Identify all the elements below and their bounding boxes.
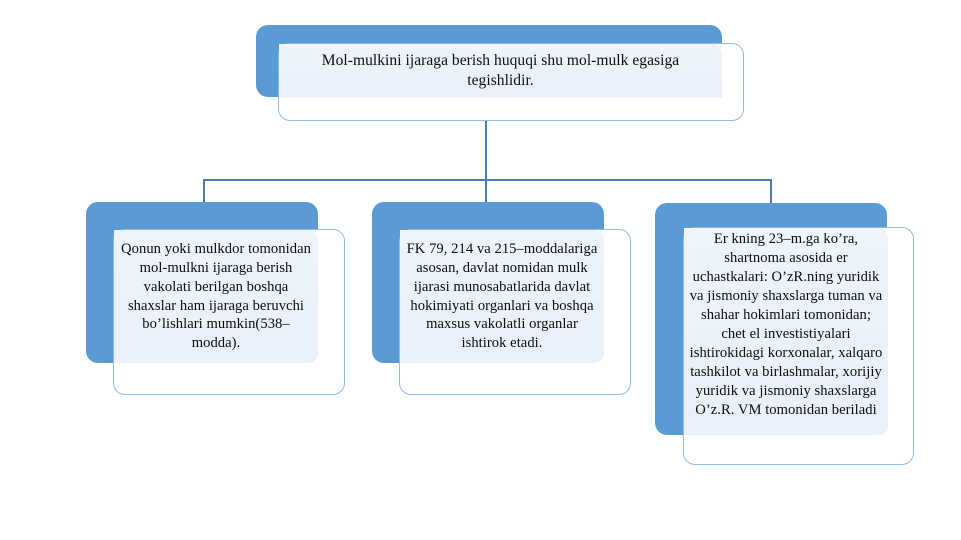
connector-bus-to-child-1 — [203, 179, 205, 204]
node-child-2-panel: FK 79, 214 va 215–moddalariga asosan, da… — [400, 230, 604, 363]
connector-root-to-bus — [485, 121, 487, 180]
node-child-1-panel: Qonun yoki mulkdor tomonidan mol-mulkni … — [114, 230, 318, 363]
node-child-3-panel: Er kning 23–m.ga ko’ra, shartnoma asosid… — [684, 228, 888, 435]
connector-bus-to-child-2 — [485, 179, 487, 204]
connector-horizontal-bus — [203, 179, 772, 181]
node-root-panel: Mol-mulkini ijaraga berish huquqi shu mo… — [279, 44, 722, 98]
node-root-label: Mol-mulkini ijaraga berish huquqi shu mo… — [321, 51, 680, 89]
connector-bus-to-child-3 — [770, 179, 772, 204]
node-child-2-label: FK 79, 214 va 215–moddalariga asosan, da… — [406, 240, 598, 352]
node-child-3-label: Er kning 23–m.ga ko’ra, shartnoma asosid… — [689, 231, 883, 418]
node-child-1-label: Qonun yoki mulkdor tomonidan mol-mulkni … — [121, 240, 311, 352]
